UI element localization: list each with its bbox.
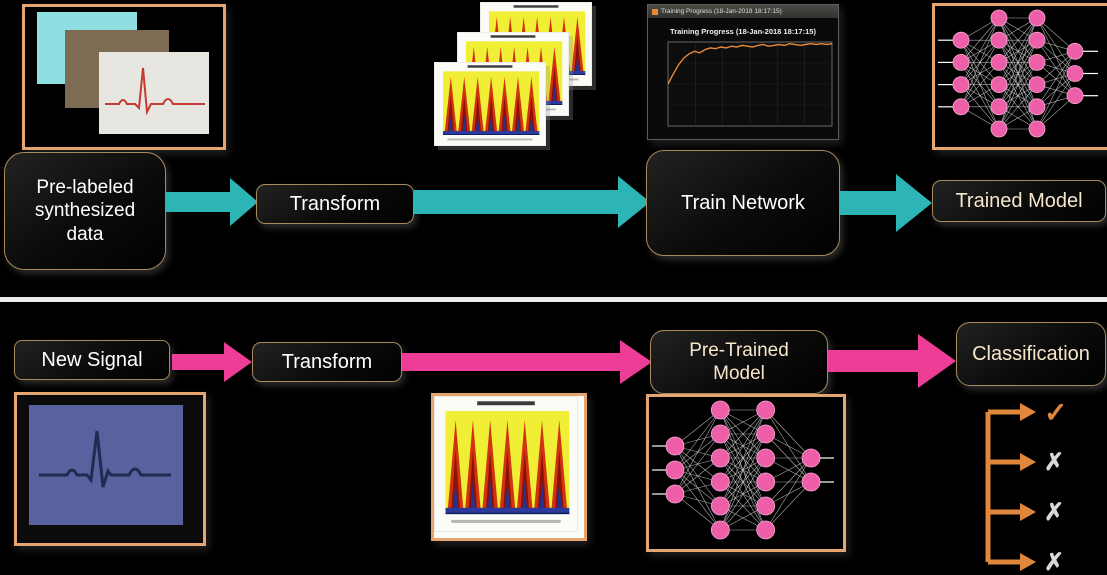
training-progress-window: Training Progress (18-Jan-2018 18:17:15)… (647, 4, 839, 140)
scalogram-image-frame (431, 393, 587, 541)
neural-network-diagram (652, 400, 834, 540)
training-window-icon (652, 8, 658, 15)
neural-network-top-frame (932, 3, 1107, 150)
row-divider (0, 297, 1107, 302)
branch-arrow: ✗ (988, 499, 1064, 526)
ecg-photo-white (99, 52, 209, 134)
scalogram-thumb (434, 62, 546, 146)
transform-box-top: Transform (256, 184, 414, 224)
check-icon: ✓ (1044, 397, 1067, 428)
transform-box-bottom: Transform (252, 342, 402, 382)
pretrained-model-label: Pre-Trained Model (689, 339, 789, 384)
classification-label: Classification (972, 342, 1090, 365)
cross-icon: ✗ (1044, 449, 1064, 476)
scalogram-image (434, 396, 578, 532)
branch-arrow: ✗ (988, 449, 1064, 476)
flow-arrow-pink-3 (828, 334, 956, 388)
transform-bottom-label: Transform (281, 350, 373, 373)
training-titlebar-text: Training Progress (18-Jan-2018 18:17:15) (661, 8, 782, 15)
signal-photos (37, 12, 209, 134)
new-signal-box: New Signal (14, 340, 170, 380)
cross-icon: ✗ (1044, 499, 1064, 526)
branch-arrow: ✗ (988, 549, 1064, 575)
classification-results: ✓ ✗ ✗ ✗ (985, 397, 1067, 575)
cross-icon: ✗ (1044, 549, 1064, 575)
new-signal-label: New Signal (41, 348, 143, 371)
flow-arrow-pink-1 (172, 342, 252, 382)
prelabeled-data-label: Pre-labeled synthesized data (34, 177, 136, 245)
signal-image-stack (22, 4, 226, 150)
classification-box: Classification (956, 322, 1106, 386)
flow-arrow-teal-3 (840, 174, 932, 232)
ecg-image-frame (14, 392, 206, 546)
training-titlebar: Training Progress (18-Jan-2018 18:17:15) (648, 5, 838, 18)
training-chart-title: Training Progress (18-Jan-2018 18:17:15) (670, 27, 816, 36)
train-network-box: Train Network (646, 150, 840, 256)
flow-arrow-teal-2 (414, 176, 650, 228)
transform-top-label: Transform (289, 192, 381, 215)
neural-network-diagram (938, 9, 1098, 138)
ecg-trace-icon (105, 67, 205, 116)
branch-arrow: ✓ (988, 397, 1067, 428)
train-network-label: Train Network (681, 191, 805, 214)
trained-model-box: Trained Model (932, 180, 1106, 222)
trained-model-label: Trained Model (955, 189, 1083, 212)
flow-arrow-teal-1 (166, 178, 258, 226)
neural-network-bottom-frame (646, 394, 846, 552)
prelabeled-data-box: Pre-labeled synthesized data (4, 152, 166, 270)
ecg-trace-icon (39, 430, 171, 488)
training-chart: Training Progress (18-Jan-2018 18:17:15) (648, 18, 838, 139)
pretrained-model-box: Pre-Trained Model (650, 330, 828, 394)
scalogram-stack (434, 2, 596, 150)
ecg-image (29, 405, 183, 525)
flow-arrow-pink-2 (402, 340, 652, 384)
